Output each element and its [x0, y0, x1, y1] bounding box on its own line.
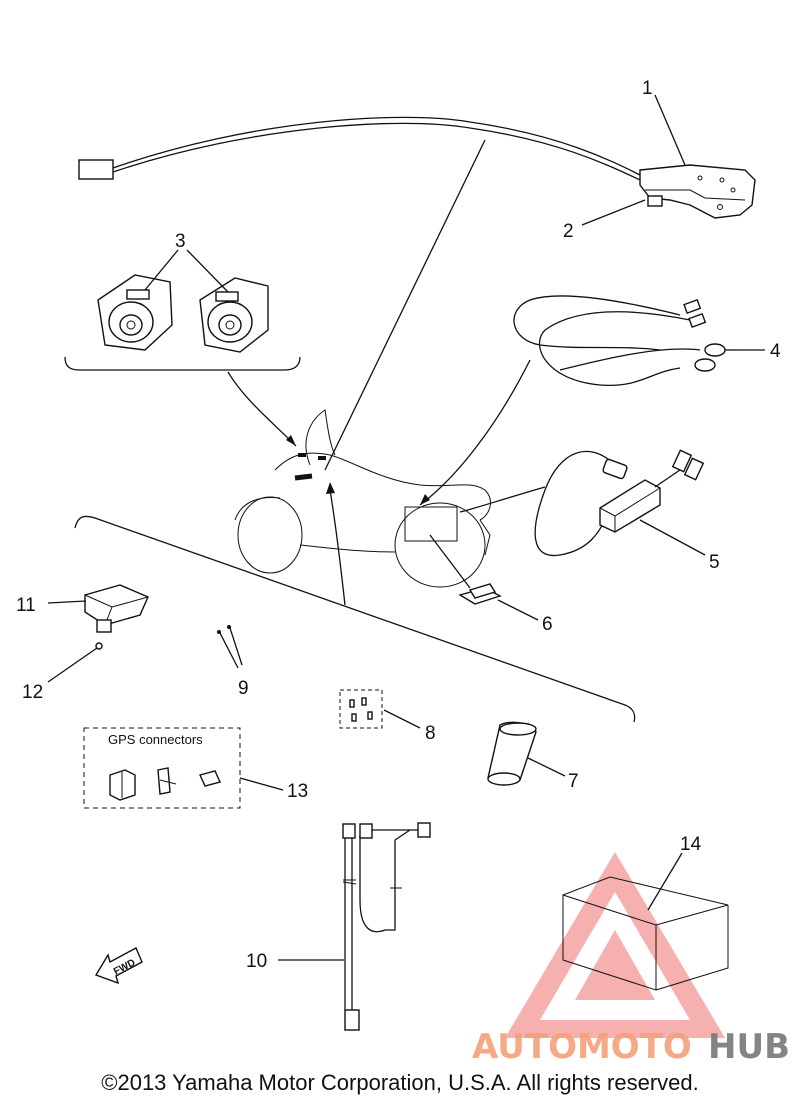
callout-13: 13	[287, 781, 308, 802]
arrow-module	[459, 486, 546, 513]
callout-2: 2	[563, 221, 574, 242]
arrow-speakers	[227, 371, 297, 447]
part-wiring-harness	[513, 295, 740, 387]
copyright-notice: ©2013 Yamaha Motor Corporation, U.S.A. A…	[101, 1070, 699, 1095]
callout-5: 5	[709, 552, 720, 573]
leader-7	[527, 757, 566, 777]
part-switch-assembly	[78, 116, 756, 219]
callout-11: 11	[16, 595, 36, 616]
separator-line	[74, 515, 636, 723]
callout-1: 1	[642, 78, 653, 99]
part-speakers	[97, 274, 269, 353]
leader-6	[497, 599, 539, 621]
gps-box-label: GPS connectors	[108, 732, 203, 747]
callout-12: 12	[22, 682, 43, 703]
bracket-3	[64, 356, 301, 371]
gps-connectors-box: GPS connectors	[83, 727, 241, 809]
leader-11	[47, 600, 87, 604]
fwd-arrow-icon: FWD	[94, 947, 143, 985]
leader-14	[647, 852, 683, 911]
leader-13	[239, 777, 284, 791]
callout-4: 4	[770, 341, 781, 362]
part-receiver-unit	[84, 584, 149, 650]
callout-3: 3	[175, 231, 186, 252]
watermark-logo	[505, 852, 725, 1038]
leader-3b	[186, 249, 229, 293]
callout-8: 8	[425, 723, 436, 744]
arrow-harness	[419, 359, 531, 506]
watermark-part2: HUB	[708, 1027, 790, 1067]
callout-6: 6	[542, 614, 553, 635]
arrow-center	[329, 489, 346, 606]
watermark-text: AUTOMOTO HUB	[472, 1027, 790, 1067]
watermark-part1: AUTOMOTO	[472, 1027, 692, 1067]
motorcycle-outline	[234, 409, 491, 588]
leader-8	[383, 709, 421, 729]
part-pins	[217, 625, 243, 669]
part-control-module	[534, 449, 705, 557]
leader-2	[581, 199, 646, 226]
leader-1	[654, 94, 686, 166]
leader-5	[639, 519, 706, 556]
arrow-clip	[429, 534, 471, 589]
part-gps-harness	[342, 822, 431, 1031]
callout-7: 7	[568, 771, 579, 792]
callout-9: 9	[238, 678, 249, 699]
part-box	[562, 876, 729, 991]
leader-3a	[144, 249, 179, 291]
part-clip	[458, 583, 502, 605]
callout-10: 10	[246, 951, 267, 972]
part-sleeve	[487, 721, 537, 786]
leader-12	[47, 647, 98, 683]
callout-14: 14	[680, 834, 702, 855]
arrow-switch	[324, 139, 486, 471]
part-terminals	[339, 689, 383, 729]
